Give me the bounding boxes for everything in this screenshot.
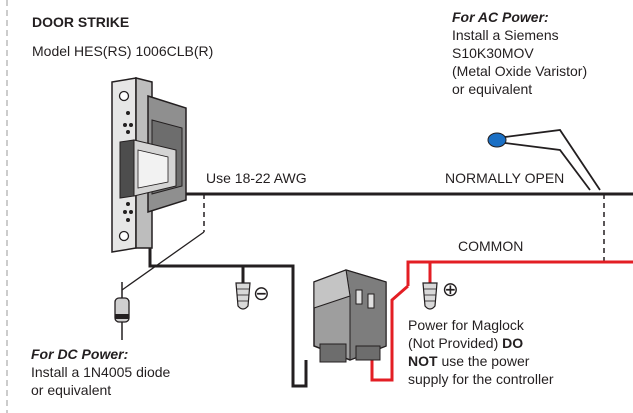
diode-connector (121, 231, 205, 291)
maglock-note: Power for Maglock (Not Provided) DO NOT … (408, 316, 554, 388)
maglock-line: Power for Maglock (408, 317, 524, 333)
maglock-line: supply for the controller (408, 371, 554, 387)
dc-power-note: For DC Power: Install a 1N4005 diode or … (31, 345, 170, 399)
ac-power-line: or equivalent (452, 81, 533, 97)
power-red-wire (370, 284, 409, 382)
maglock-warning-not: NOT (408, 353, 438, 369)
ac-power-line: S10K30MOV (452, 45, 534, 61)
maglock-line: use the power (437, 353, 530, 369)
ac-power-note: For AC Power: Install a Siemens S10K30MO… (452, 8, 587, 98)
dc-power-heading: For DC Power: (31, 346, 129, 362)
dc-power-line: or equivalent (31, 382, 112, 398)
ac-power-line: Install a Siemens (452, 27, 559, 43)
wire-gauge-label: Use 18-22 AWG (206, 170, 307, 186)
ac-power-heading: For AC Power: (452, 9, 549, 25)
maglock-warning-do: DO (502, 335, 524, 351)
wire-nut-negative-icon (235, 282, 251, 310)
negative-polarity-icon: ⊖ (253, 283, 270, 305)
strike-negative-wire (148, 248, 308, 388)
strike-model: Model HES(RS) 1006CLB(R) (32, 43, 214, 59)
maglock-line: (Not Provided) (408, 335, 503, 351)
common-label: COMMON (458, 238, 524, 254)
strike-title: DOOR STRIKE (32, 14, 130, 30)
mov-varistor-icon (487, 129, 601, 191)
diode-icon (114, 297, 130, 323)
dc-power-line: Install a 1N4005 diode (31, 364, 171, 380)
door-strike-device (111, 77, 187, 253)
wire-nut-positive-icon (422, 282, 438, 310)
positive-polarity-icon: ⊕ (442, 279, 459, 301)
common-wire (406, 260, 633, 286)
power-supply-icon (313, 269, 387, 363)
normally-open-label: NORMALLY OPEN (445, 170, 565, 186)
ac-power-line: (Metal Oxide Varistor) (452, 63, 588, 79)
